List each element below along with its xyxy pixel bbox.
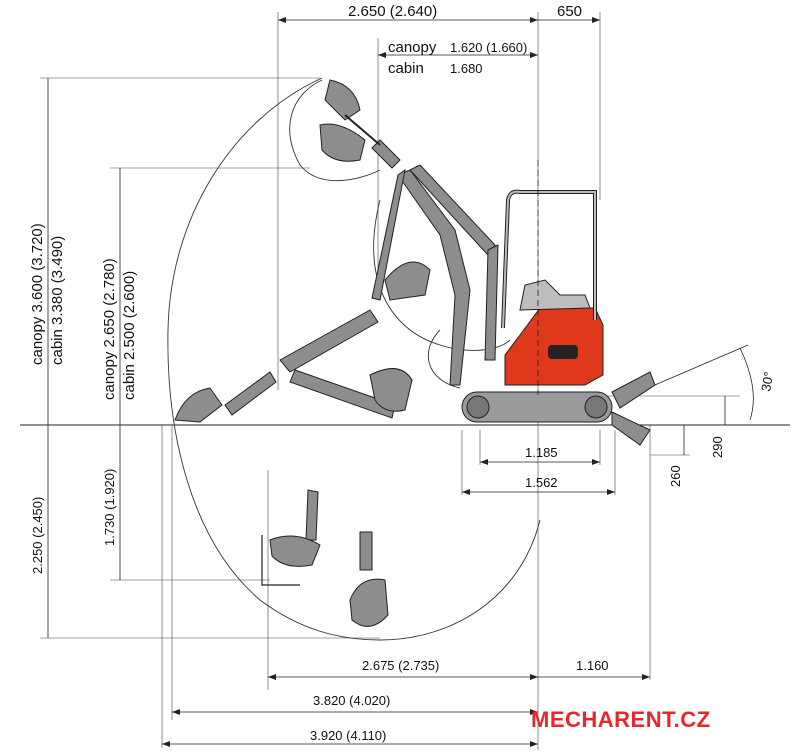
brand-watermark: MECHARENT.CZ [531,707,711,732]
bucket-ground [174,387,223,423]
dim-dump-height-cabin: cabin 2.500 (2.600) [121,271,138,400]
wall-hatching [261,535,300,586]
arrow-head [530,709,538,715]
arrow-head [462,489,470,495]
bucket-main [384,261,431,301]
dim-blade-drop: 260 [668,465,683,487]
dim-top-reach: 2.650 (2.640) [348,3,437,20]
boom-link [409,164,496,256]
arm-segment [305,489,319,541]
arrow-head [268,674,276,680]
dump-range-arc [289,79,381,182]
excavator-arm-ground [174,371,277,423]
stick [371,168,406,301]
arrow-head [278,17,286,23]
dim-reach-ground: 3.820 (4.020) [313,693,390,708]
excavator-arm-dump [279,309,413,419]
arrow-head [530,17,538,23]
excavator-arm-max-height [319,79,401,169]
excavator-arm-max-depth [349,531,389,627]
bucket-top-2 [319,123,366,162]
dim-top-tail: 650 [557,3,582,20]
arm-segment [279,309,379,373]
track-idler [584,395,608,419]
arm-segment [371,139,401,169]
dim-max-depth: 2.250 (2.450) [30,497,45,574]
dim-max-reach: 3.920 (4.110) [310,728,386,743]
dim-cabin-reach-label: cabin [388,60,424,77]
dim-reach-depth: 2.675 (2.735) [362,658,439,673]
dim-max-height-cabin: cabin 3.380 (3.490) [49,236,66,365]
dozer-blade-down [611,411,651,446]
dim-max-height-canopy: canopy 3.600 (3.720) [29,223,46,365]
working-range-arc [167,77,541,641]
link-rod [344,114,381,146]
dozer-blade-up [611,371,656,409]
dim-blade-lift: 290 [710,436,725,458]
canopy-frame-inner [502,190,596,329]
arrow-head [162,741,170,747]
arm-segment-2 [289,369,396,419]
bucket-wall [269,535,321,567]
seat [519,279,591,311]
arrow-head [530,741,538,747]
arrow-head [592,459,600,465]
dim-track-width: 1.562 [525,475,558,490]
dim-arc-blade-angle [739,347,754,421]
body-window [548,345,578,359]
dim-canopy-reach-label: canopy [388,39,437,56]
excavator-machine [371,164,656,446]
arrow-head [172,709,180,715]
arrow-head [642,674,650,680]
track [461,391,613,423]
arrow-head [378,52,386,58]
dim-track-gauge: 1.185 [525,445,558,460]
arm-segment [359,531,373,571]
dim-cabin-reach-value: 1.680 [450,61,483,76]
arm-segment [224,371,277,416]
arrow-head [530,52,538,58]
dim-blade-angle: 30° [758,371,776,393]
bucket-depth [349,578,389,627]
arrow-head [530,674,538,680]
track-sprocket [466,395,490,419]
arm-cylinder [484,244,499,361]
dim-wall-depth: 1.730 (1.920) [102,469,117,546]
dim-tail-radius: 1.160 [576,658,609,673]
excavator-arm-vertical-wall [261,489,321,586]
arrow-head [480,459,488,465]
dim-canopy-reach-value: 1.620 (1.660) [450,40,527,55]
bucket-top [324,79,361,121]
arrow-head [607,489,615,495]
bucket-mid [369,368,413,412]
dim-dump-height-canopy: canopy 2.650 (2.780) [101,258,118,400]
arrow-head [592,17,600,23]
